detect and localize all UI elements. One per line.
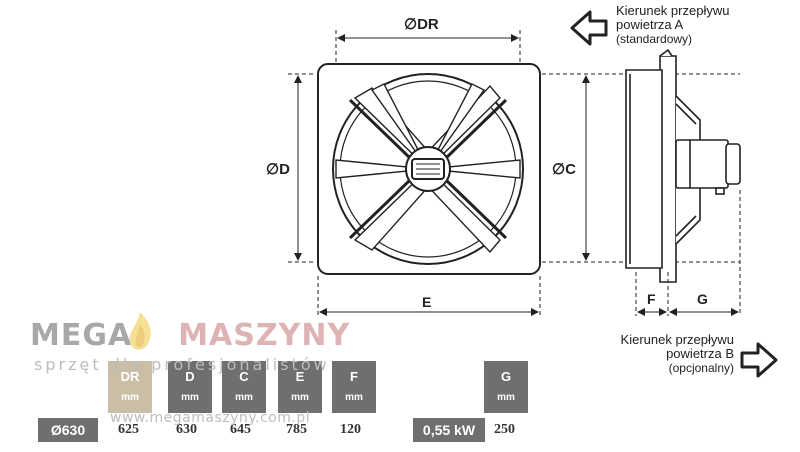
watermark-brand-left: MEGA [30, 318, 133, 353]
airflow-a-line1: Kierunek przepływu [616, 3, 730, 18]
label-d: ∅D [266, 161, 290, 178]
dimension-e [317, 276, 541, 318]
airflow-a-line2: powietrza A [616, 17, 684, 32]
watermark-brand-right: MASZYNY [178, 318, 351, 353]
header-dr: DR mm [108, 361, 152, 413]
value-c: 645 [230, 422, 251, 437]
label-e: E [422, 294, 431, 310]
label-c: ∅C [552, 161, 576, 178]
power-cell: 0,55 kW [413, 418, 485, 442]
value-d: 630 [176, 422, 197, 437]
dimension-d [288, 73, 316, 263]
front-view [317, 63, 541, 275]
watermark-url: www.megamaszyny.com.pl [110, 410, 311, 426]
header-g: G mm [484, 361, 528, 413]
motor-struts [348, 98, 508, 240]
airflow-b-note: Kierunek przepływu powietrza B (opcjonal… [588, 332, 734, 376]
value-g: 250 [494, 422, 515, 437]
airflow-b-line1: Kierunek przepływu [620, 332, 734, 347]
airflow-a-line3: (standardowy) [616, 32, 693, 46]
side-view [625, 48, 741, 283]
label-g: G [697, 291, 708, 307]
value-e: 785 [286, 422, 307, 437]
watermark-brand: MEGA MASZYNY [30, 318, 350, 353]
watermark-flame-icon [129, 312, 151, 350]
dimension-dr [335, 30, 521, 62]
model-cell: Ø630 [38, 418, 98, 442]
airflow-b-line2: powietrza B [666, 346, 734, 361]
airflow-a-arrow-icon [570, 10, 608, 46]
watermark-tagline: sprzęt dla profesjonalistów [34, 355, 330, 374]
value-f: 120 [340, 422, 361, 437]
label-dr: ∅DR [404, 16, 439, 33]
label-f: F [647, 291, 656, 307]
airflow-b-arrow-icon [740, 342, 778, 378]
header-d: D mm [168, 361, 212, 413]
dimension-f-g [635, 190, 741, 316]
airflow-b-line3: (opcjonalny) [668, 361, 734, 375]
header-e: E mm [278, 361, 322, 413]
header-f: F mm [332, 361, 376, 413]
header-c: C mm [222, 361, 266, 413]
airflow-a-note: Kierunek przepływu powietrza A (standard… [616, 3, 730, 47]
value-dr: 625 [118, 422, 139, 437]
